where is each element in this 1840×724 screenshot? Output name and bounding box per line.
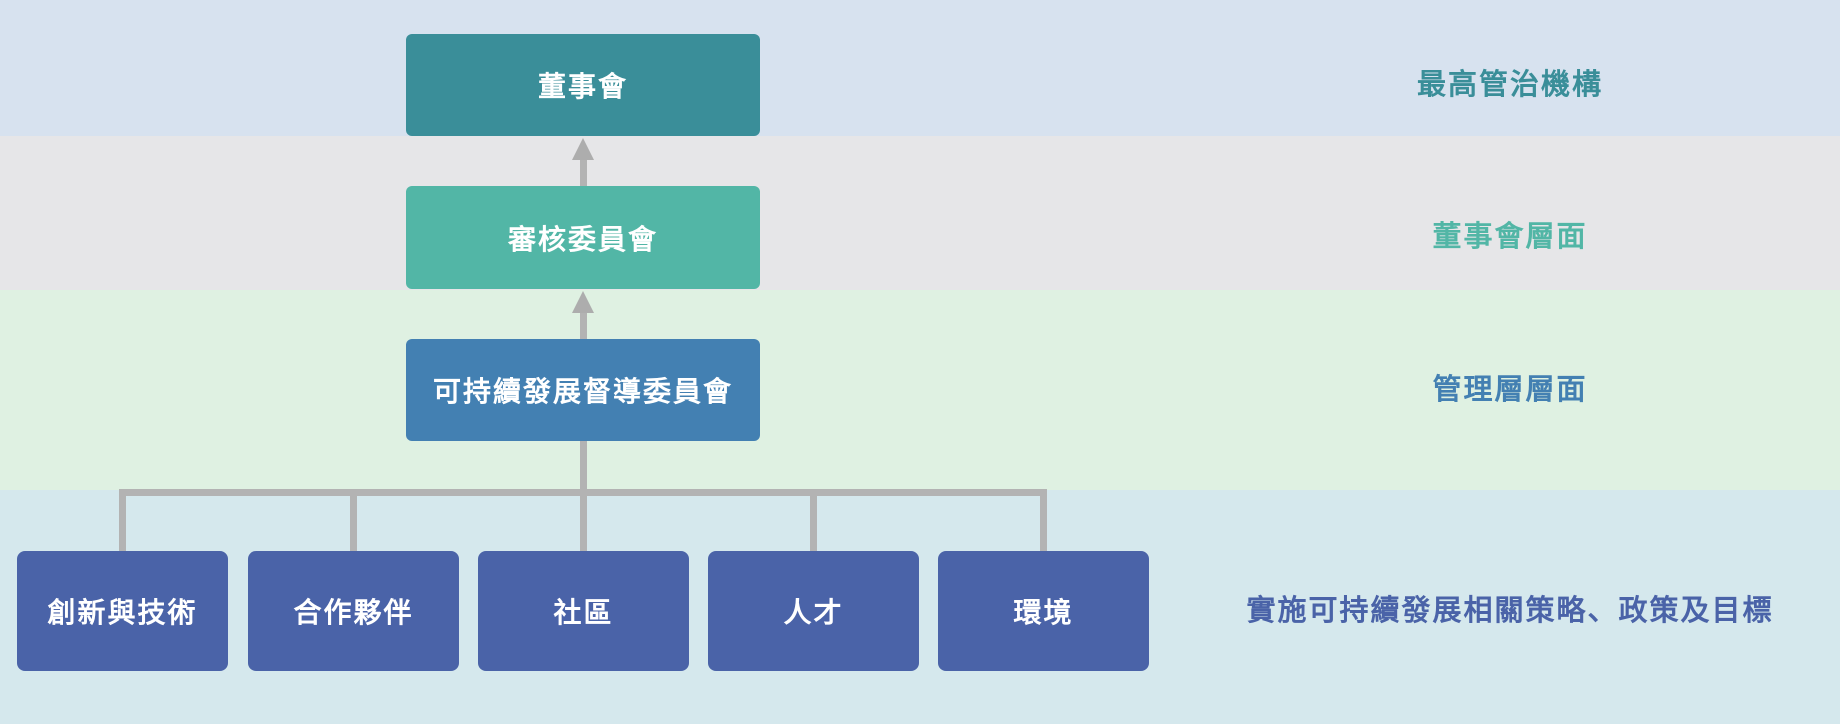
band-top-governance xyxy=(0,0,1840,136)
node-community: 社區 xyxy=(478,551,689,671)
connector-center-drop xyxy=(580,441,587,553)
tier-label-implementation: 實施可持續發展相關策略、政策及目標 xyxy=(1246,595,1774,627)
tier-label-board-level: 董事會層面 xyxy=(1432,221,1588,253)
node-label: 環境 xyxy=(1013,597,1074,628)
node-talent: 人才 xyxy=(708,551,919,671)
connector-horizontal-bus xyxy=(119,489,1047,496)
node-audit-committee: 審核委員會 xyxy=(406,186,760,289)
connector-stub-innovation xyxy=(119,489,126,553)
node-innovation-technology: 創新與技術 xyxy=(17,551,228,671)
node-label: 創新與技術 xyxy=(47,597,198,628)
connector-stub-partners xyxy=(350,489,357,553)
arrow-up-icon xyxy=(572,291,594,313)
node-board-of-directors: 董事會 xyxy=(406,34,760,136)
band-board-level xyxy=(0,136,1840,290)
tier-label-top-governance: 最高管治機構 xyxy=(1416,69,1603,101)
node-label: 審核委員會 xyxy=(507,223,658,255)
node-sustainability-steering-committee: 可持續發展督導委員會 xyxy=(406,339,760,441)
tier-label-management-level: 管理層層面 xyxy=(1432,374,1588,406)
connector-stub-talent xyxy=(810,489,817,553)
node-label: 人才 xyxy=(783,597,844,628)
band-management-level xyxy=(0,290,1840,490)
arrow-up-icon xyxy=(572,138,594,160)
connector-audit-to-board xyxy=(580,156,587,188)
node-partners: 合作夥伴 xyxy=(248,551,459,671)
node-label: 合作夥伴 xyxy=(293,597,414,628)
node-label: 社區 xyxy=(553,597,614,628)
connector-steering-to-audit xyxy=(580,309,587,341)
node-environment: 環境 xyxy=(938,551,1149,671)
node-label: 董事會 xyxy=(537,71,628,102)
node-label: 可持續發展督導委員會 xyxy=(432,376,733,407)
connector-stub-environment xyxy=(1040,489,1047,553)
